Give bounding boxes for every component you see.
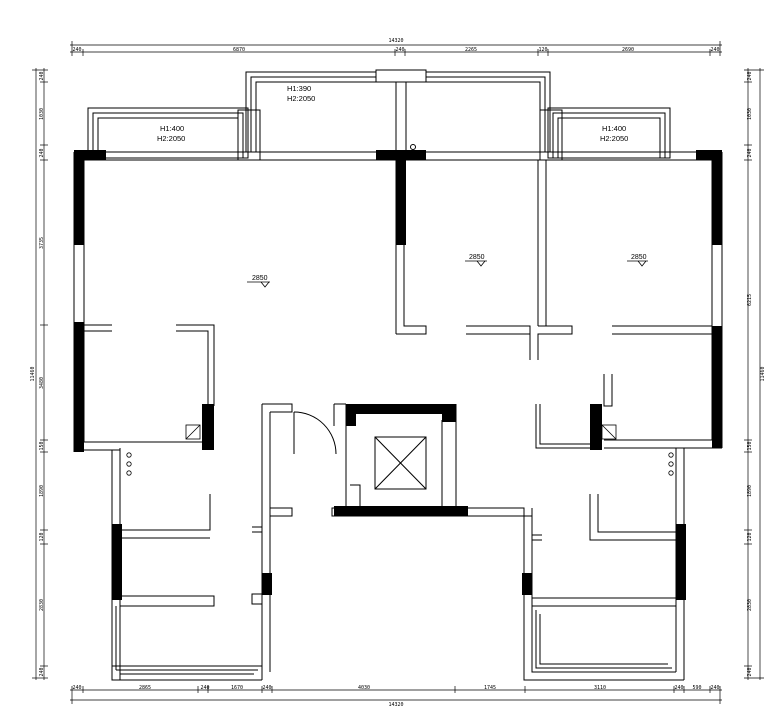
dimension-left [32,68,48,680]
balcony-right-h2: H2:2050 [600,134,628,143]
dim-left-seg-5: 3480 [39,377,45,389]
ceiling-height-right-room: 2850 [631,254,647,261]
structural-walls [74,150,722,600]
dim-right-seg-1: 240 [747,71,753,80]
dim-left-seg-8: 120 [39,532,45,541]
ceiling-mark-center-room: 2850 [465,254,487,267]
dim-bottom-total: 14320 [388,702,403,708]
dim-bottom-seg-11: 240 [710,685,719,691]
dim-right-total: 11460 [760,366,766,381]
ceiling-height-living: 2850 [252,275,268,282]
dim-left-seg-10: 240 [39,667,45,676]
ceiling-mark-living: 2850 [247,275,270,288]
balcony-left-h2: H2:2050 [157,134,185,143]
dim-left-seg-4: 3735 [39,237,45,249]
dim-bottom-seg-5: 240 [262,685,271,691]
dim-left-total: 11460 [30,366,36,381]
ceiling-mark-right-room: 2850 [627,254,648,267]
dim-left-seg-1: 240 [39,71,45,80]
dim-bottom-seg-7: 1745 [484,685,496,691]
dim-top-seg-5: 120 [538,47,547,53]
dim-bottom-seg-3: 240 [200,685,209,691]
dim-right-seg-4: 6215 [747,294,753,306]
dim-left-seg-6: 150 [39,441,45,450]
dim-top-seg-3: 240 [395,47,404,53]
dim-bottom-seg-10: 590 [692,685,701,691]
dim-right-seg-9: 240 [747,667,753,676]
dim-right-seg-5: 150 [747,441,753,450]
dim-right-seg-7: 120 [747,532,753,541]
dim-top-seg-7: 240 [710,47,719,53]
balcony-right-h1: H1:400 [602,124,626,133]
balcony-center [245,69,551,153]
dim-right-seg-8: 2830 [747,599,753,611]
balcony-center-h2: H2:2050 [287,94,315,103]
dim-left-seg-9: 2830 [39,599,45,611]
dim-left-seg-2: 1030 [39,108,45,120]
ceiling-height-center-room: 2850 [469,254,485,261]
dim-bottom-seg-2: 2865 [139,685,151,691]
thin-walls [73,151,723,681]
shaft-fixtures [126,424,674,476]
dim-bottom-seg-8: 3110 [594,685,606,691]
dimension-bottom [70,686,722,704]
dimension-right [744,68,764,680]
dim-bottom-seg-9: 240 [674,685,683,691]
dim-top-seg-2: 6870 [233,47,245,53]
dim-right-seg-2: 1030 [747,108,753,120]
dim-right-seg-6: 1890 [747,485,753,497]
dim-bottom-seg-4: 1670 [231,685,243,691]
dim-left-seg-7: 1890 [39,485,45,497]
balcony-left-h1: H1:400 [160,124,184,133]
dim-top-seg-6: 2690 [622,47,634,53]
dim-top-seg-4: 2265 [465,47,477,53]
dim-left-seg-3: 240 [39,148,45,157]
dim-top-seg-1: 240 [72,47,81,53]
dim-right-seg-3: 240 [747,148,753,157]
dim-bottom-seg-1: 240 [72,685,81,691]
dim-top-total: 14320 [388,38,403,44]
dim-bottom-seg-6: 4030 [358,685,370,691]
balcony-center-h1: H1:390 [287,84,311,93]
dimension-top [70,41,722,56]
